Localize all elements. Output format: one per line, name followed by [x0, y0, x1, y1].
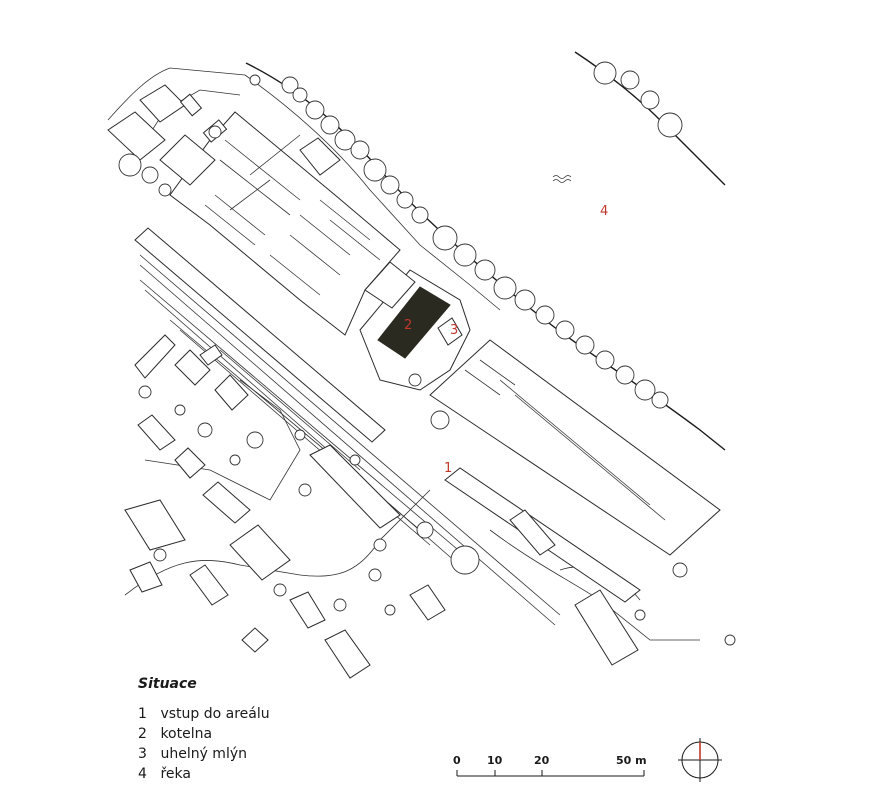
legend-item-label: řeka — [160, 766, 191, 782]
garage — [574, 589, 639, 666]
road-north — [107, 67, 501, 311]
shed-complex — [429, 339, 721, 556]
railway-building — [134, 227, 386, 443]
buildings-southwest — [124, 334, 556, 679]
scale-tick-10: 10 — [487, 754, 503, 767]
legend-item-number: 1 — [138, 706, 147, 722]
trees-riverbank — [281, 61, 683, 409]
north-arrow-icon — [678, 738, 722, 782]
marker-river: 4 — [600, 204, 608, 219]
legend-item: 2 kotelna — [138, 724, 270, 744]
scale-tick-50: 50 m — [616, 754, 647, 767]
boiler-house-highlight — [377, 286, 451, 359]
legend-item-label: uhelný mlýn — [160, 746, 247, 762]
legend-item-number: 4 — [138, 766, 147, 782]
marker-entrance: 1 — [444, 461, 452, 476]
marker-boiler-house: 2 — [404, 318, 412, 333]
scale-tick-20: 20 — [534, 754, 550, 767]
block-near-boiler — [364, 261, 416, 309]
legend-item: 4 řeka — [138, 764, 270, 784]
legend-title: Situace — [138, 676, 197, 692]
coal-mill — [437, 317, 463, 346]
legend-item: 1 vstup do areálu — [138, 704, 270, 724]
marker-coal-mill: 3 — [450, 323, 458, 338]
legend-item-number: 3 — [138, 746, 147, 762]
trees-scattered — [118, 74, 736, 646]
road-south — [124, 489, 431, 596]
scale-bar: 0 10 20 50 m — [453, 754, 647, 777]
legend-item-label: kotelna — [160, 726, 213, 742]
legend: Situace 1 vstup do areálu 2 kotelna 3 uh… — [138, 676, 270, 784]
legend-item-label: vstup do areálu — [160, 706, 270, 722]
scale-tick-0: 0 — [453, 754, 461, 767]
factory-north-block — [107, 84, 401, 336]
water-wave-icon — [552, 175, 572, 183]
legend-item-number: 2 — [138, 726, 147, 742]
legend-item: 3 uhelný mlýn — [138, 744, 270, 764]
